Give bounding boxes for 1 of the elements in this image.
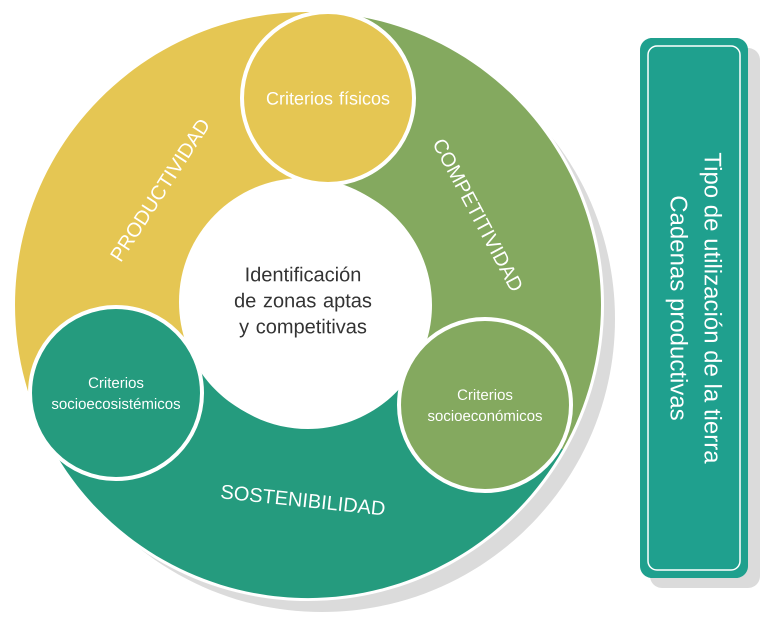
side-box: Tipo de utilización de la tierra Cadenas productivas: [640, 38, 748, 578]
